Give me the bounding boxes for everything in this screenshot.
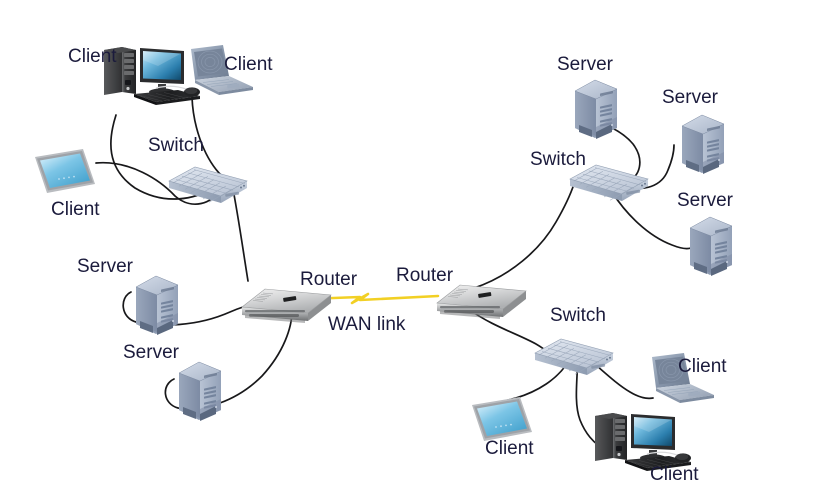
label-client-laptop-left: Client xyxy=(224,54,273,75)
label-server-left-lower: Server xyxy=(123,342,180,363)
label-switch-left: Switch xyxy=(148,135,204,156)
label-wan-link: WAN link xyxy=(328,314,406,335)
link-server-ll-router-left xyxy=(164,310,293,410)
label-server-right-low: Server xyxy=(677,190,734,211)
node-client-desktop-right[interactable] xyxy=(594,412,692,472)
label-server-right-mid: Server xyxy=(662,87,719,108)
label-client-tablet-left: Client xyxy=(51,199,100,220)
node-server-right-low[interactable] xyxy=(689,216,733,277)
link-router-right-switch-top xyxy=(473,183,575,289)
node-client-desktop-left[interactable] xyxy=(103,46,201,106)
device-layer xyxy=(35,44,733,472)
label-client-tablet-right: Client xyxy=(485,438,534,459)
label-server-right-top: Server xyxy=(557,54,614,75)
label-router-left: Router xyxy=(300,269,358,290)
node-server-left-lower[interactable] xyxy=(178,361,222,422)
wan-link-group xyxy=(305,292,440,305)
label-client-desktop-right: Client xyxy=(650,464,699,485)
label-client-laptop-right: Client xyxy=(678,356,727,377)
link-switch-left-router-left xyxy=(231,183,249,282)
label-layer: Client Client Client Switch Server Serve… xyxy=(51,46,734,485)
cable-layer xyxy=(95,96,692,447)
label-switch-bottom-right: Switch xyxy=(550,305,606,326)
node-server-right-mid[interactable] xyxy=(681,114,725,175)
link-router-left-router-right xyxy=(305,292,440,305)
node-router-right[interactable] xyxy=(436,284,527,320)
label-server-left-upper: Server xyxy=(77,256,134,277)
label-switch-right-top: Switch xyxy=(530,149,586,170)
node-server-right-top[interactable] xyxy=(574,79,618,140)
link-switch-bot-desktop xyxy=(575,356,600,447)
link-desktop-left-switch xyxy=(110,114,213,200)
node-client-tablet-left[interactable] xyxy=(35,149,95,193)
link-tablet-left-switch xyxy=(95,161,220,205)
link-switch-top-server-low xyxy=(611,191,692,250)
label-client-desktop-left: Client xyxy=(68,46,117,67)
node-client-tablet-right[interactable] xyxy=(472,397,532,441)
node-router-left[interactable] xyxy=(241,288,332,324)
node-server-left-upper[interactable] xyxy=(135,275,179,336)
label-router-right: Router xyxy=(396,265,454,286)
node-switch-right-top[interactable] xyxy=(569,164,649,202)
